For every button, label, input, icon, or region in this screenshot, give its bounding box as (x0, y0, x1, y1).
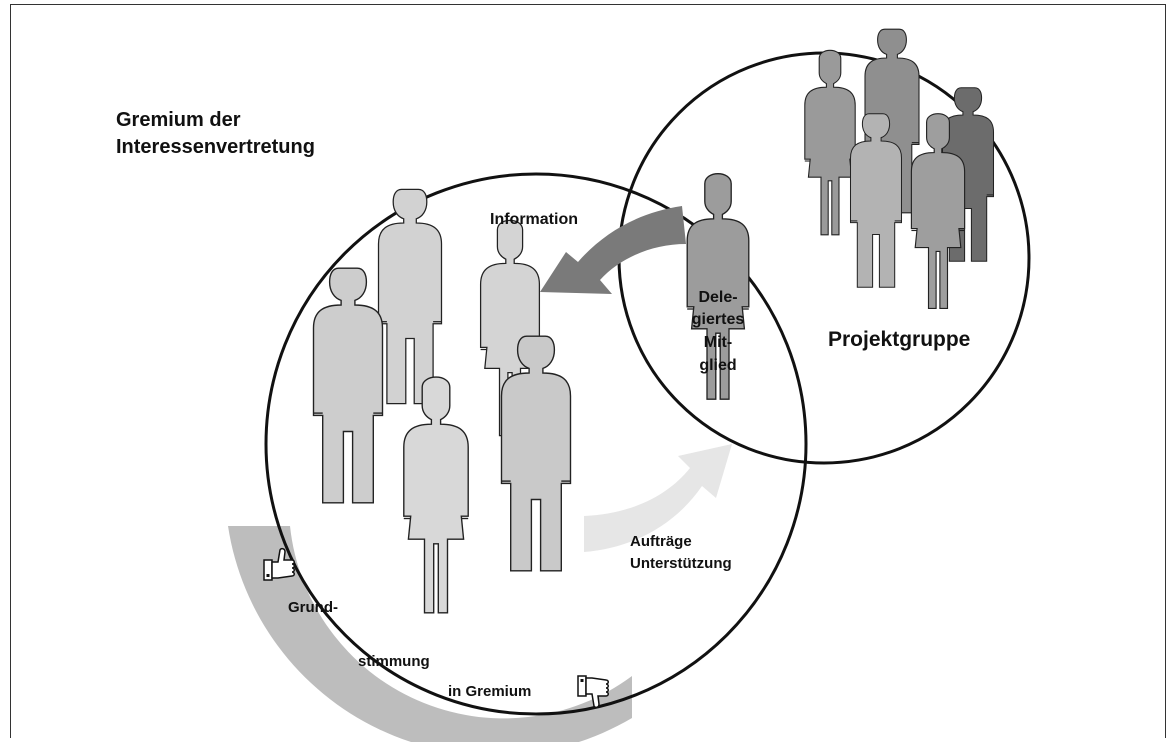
mood-band (228, 526, 632, 742)
delegate-label-line4: glied (699, 357, 736, 374)
gremium-title-line2: Interessenvertretung (116, 136, 315, 158)
information-label: Information (490, 211, 578, 228)
gremium-person-1 (377, 188, 443, 405)
mood-label-line2: stimmung (358, 653, 430, 670)
thumbs-up-icon (263, 547, 295, 581)
thumbs-down-icon (577, 675, 609, 709)
unterstuetzung-label: Unterstützung (630, 555, 732, 572)
mood-label-line3: in Gremium (448, 683, 531, 700)
project-person-1 (804, 49, 856, 236)
gremium-person-3 (312, 267, 384, 504)
gremium-circle (264, 172, 808, 716)
projektgruppe-label: Projektgruppe (828, 328, 970, 351)
delegate-label-line3: Mit- (704, 334, 732, 351)
gremium-person-4 (403, 376, 469, 614)
information-arrow (540, 206, 686, 294)
mood-label-line1: Grund- (288, 599, 338, 616)
delegate-label-line2: giertes (692, 311, 745, 328)
gremium-title-line1: Gremium der (116, 109, 241, 131)
auftraege-arrow (584, 444, 732, 552)
delegate-label-line1: Dele- (698, 289, 737, 306)
auftraege-label: Aufträge (630, 533, 692, 550)
